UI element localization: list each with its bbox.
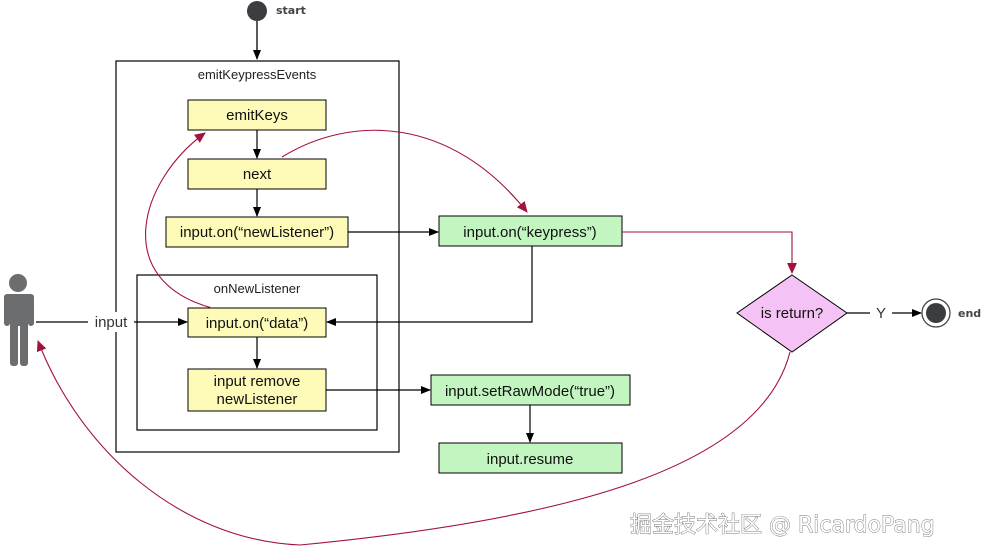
node-next[interactable]: next xyxy=(187,158,327,190)
node-emit-keys-label: emitKeys xyxy=(226,107,288,124)
node-input-on-new-listener-box xyxy=(165,216,349,248)
node-decision-is-return[interactable]: is return? xyxy=(736,274,848,353)
node-emit-keys[interactable]: emitKeys xyxy=(187,99,327,131)
watermark: 掘金技术社区 @ RicardoPang xyxy=(630,513,935,538)
edge-label-bg xyxy=(88,312,134,332)
node-input-resume[interactable]: input.resume xyxy=(438,442,623,474)
node-input-remove-new-listener[interactable]: input remove newListener xyxy=(187,368,327,412)
node-input-resume-label: input.resume xyxy=(487,451,574,468)
node-input-on-new-listener[interactable]: input.on(“newListener”) xyxy=(165,216,349,248)
node-input-on-data[interactable]: input.on(“data”) xyxy=(187,307,327,338)
node-input-remove-label-line2: newListener xyxy=(217,391,298,408)
edge-keypress-to-decision xyxy=(622,231,797,274)
node-set-raw-mode-box xyxy=(430,374,631,406)
end-label: end xyxy=(958,307,981,320)
node-next-box xyxy=(187,158,327,190)
group-on-new-listener-title: onNewListener xyxy=(214,281,301,296)
node-input-on-data-label: input.on(“data”) xyxy=(206,315,309,332)
start-circle-icon xyxy=(247,1,267,21)
node-input-on-keypress-label: input.on(“keypress”) xyxy=(463,224,596,241)
group-emit-keypress-events-title: emitKeypressEvents xyxy=(198,67,317,82)
node-input-on-new-listener-label: input.on(“newListener”) xyxy=(180,224,334,241)
edge-label-input: input xyxy=(95,314,128,331)
group-emit-keypress-events: emitKeypressEvents xyxy=(115,60,400,453)
group-emit-keypress-events-border xyxy=(115,60,400,453)
start-label: start xyxy=(276,4,306,17)
node-input-remove-label-line1: input remove xyxy=(214,373,301,390)
node-input-on-keypress-box xyxy=(438,215,623,247)
actor-user-icon xyxy=(4,274,34,366)
group-on-new-listener-border xyxy=(136,274,378,431)
node-input-resume-box xyxy=(438,442,623,474)
decision-label: is return? xyxy=(761,305,824,322)
node-next-label: next xyxy=(243,166,272,183)
edge-next-to-keypress xyxy=(281,129,528,213)
edge-keypress-to-data xyxy=(326,246,533,326)
edge-label-yes: Y xyxy=(876,305,886,322)
decision-diamond xyxy=(736,274,848,353)
edge-decision-to-actor xyxy=(36,340,791,546)
node-input-remove-box xyxy=(187,368,327,412)
node-input-on-data-box xyxy=(187,307,327,338)
node-input-on-keypress[interactable]: input.on(“keypress”) xyxy=(438,215,623,247)
end-inner-circle-icon xyxy=(926,303,946,323)
end-node: end xyxy=(921,298,981,328)
group-on-new-listener: onNewListener xyxy=(136,274,378,431)
node-set-raw-mode-label: input.setRawMode(“true”) xyxy=(445,383,615,400)
node-set-raw-mode[interactable]: input.setRawMode(“true”) xyxy=(430,374,631,406)
start-node: start xyxy=(247,1,306,21)
edge-data-to-emit-keys xyxy=(145,132,213,309)
